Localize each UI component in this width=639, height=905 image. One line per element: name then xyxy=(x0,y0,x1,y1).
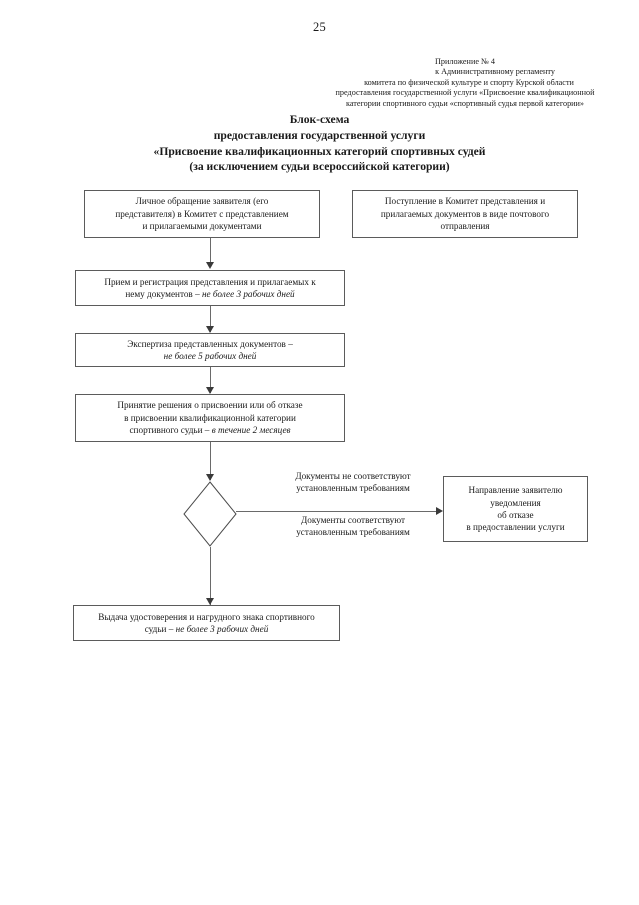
doc-title-line-3: «Присвоение квалификационных категорий с… xyxy=(153,144,486,158)
doc-title-line-2: предоставления государственной услуги xyxy=(213,128,426,142)
refusal-notice-line-4: в предоставлении услуги xyxy=(466,522,565,533)
edge-label-not-compliant: Документы не соответствуют установленным… xyxy=(268,470,438,494)
issue-certificate-line-2-normal: судьи – xyxy=(144,624,176,634)
appendix-header-line-5: категории спортивного судьи «спортивный … xyxy=(345,98,585,108)
connector-line-decision-to-diamond xyxy=(210,442,211,480)
edge-label-not-compliant-line-1: Документы не соответствуют xyxy=(295,471,411,481)
decision-line-2: в присвоении квалификационной категории xyxy=(124,412,296,423)
personal-application-line-2: представителя) в Комитет с представление… xyxy=(115,208,289,219)
flow-node-refusal-notice: Направление заявителю уведомления об отк… xyxy=(443,476,588,542)
postal-application-line-2: прилагаемых документов в виде почтового xyxy=(380,208,550,219)
refusal-notice-line-3: об отказе xyxy=(497,510,534,520)
connector-arrow-diamond-to-issue xyxy=(206,598,214,605)
flow-node-decision-diamond xyxy=(183,481,237,547)
connector-line-diamond-to-issue xyxy=(210,547,211,605)
issue-certificate-line-2-italic: не более 3 рабочих дней xyxy=(175,624,269,634)
flow-node-registration: Прием и регистрация представления и прил… xyxy=(75,270,345,306)
appendix-header-line-4: предоставления государственной услуги «П… xyxy=(335,88,595,98)
postal-application-line-1: Поступление в Комитет представления и xyxy=(384,196,546,207)
personal-application-line-1: Личное обращение заявителя (его xyxy=(135,196,269,207)
connector-arrow-application-to-registration xyxy=(206,262,214,269)
diamond-shape-icon xyxy=(183,481,237,547)
personal-application-line-3: и прилагаемыми документами xyxy=(142,221,262,232)
registration-line-2-italic: не более 3 рабочих дней xyxy=(201,289,295,299)
edge-label-compliant-line-1: Документы соответствуют xyxy=(300,515,406,525)
refusal-notice-line-2: уведомления xyxy=(490,497,541,508)
decision-line-3-italic: в течение 2 месяцев xyxy=(211,425,291,436)
connector-arrow-diamond-to-refusal xyxy=(436,507,443,515)
flow-node-postal-application: Поступление в Комитет представления и пр… xyxy=(352,190,578,238)
registration-line-1: Прием и регистрация представления и прил… xyxy=(104,276,316,287)
connector-line-diamond-to-refusal xyxy=(236,511,438,512)
decision-line-3-normal: спортивного судьи – xyxy=(129,425,212,436)
appendix-header-line-2: к Административному регламенту xyxy=(435,67,555,77)
flow-node-expertise: Экспертиза представленных документов – н… xyxy=(75,333,345,367)
page-title: Блок-схема предоставления государственно… xyxy=(0,112,639,175)
page-number: 25 xyxy=(313,20,326,34)
doc-title-line-4: (за исключением судьи всероссийской кате… xyxy=(189,160,450,174)
doc-title-line-1: Блок-схема xyxy=(289,113,350,126)
flow-node-personal-application: Личное обращение заявителя (его представ… xyxy=(84,190,320,238)
expertise-line-2-italic: не более 5 рабочих дней xyxy=(163,351,257,361)
appendix-header-line-1: Приложение № 4 xyxy=(435,57,495,66)
decision-line-1: Принятие решения о присвоении или об отк… xyxy=(117,400,303,411)
refusal-notice-line-1: Направление заявителю xyxy=(468,485,563,496)
connector-arrow-decision-to-diamond xyxy=(206,474,214,481)
connector-arrow-registration-to-expertise xyxy=(206,326,214,333)
edge-label-compliant-line-2: установленным требованиям xyxy=(296,527,410,538)
postal-application-line-3: отправления xyxy=(440,221,490,232)
expertise-line-1: Экспертиза представленных документов – xyxy=(127,338,293,349)
edge-label-compliant: Документы соответствуют установленным тр… xyxy=(268,514,438,538)
connector-line-registration-to-expertise xyxy=(210,306,211,332)
issue-certificate-line-1: Выдача удостоверения и нагрудного знака … xyxy=(98,611,315,622)
connector-line-application-to-registration xyxy=(210,238,211,267)
flow-node-issue-certificate: Выдача удостоверения и нагрудного знака … xyxy=(73,605,340,641)
appendix-header: Приложение № 4 к Административному регла… xyxy=(300,57,630,109)
flow-node-decision: Принятие решения о присвоении или об отк… xyxy=(75,394,345,442)
registration-line-2-normal: нему документов – xyxy=(125,289,202,299)
connector-arrow-expertise-to-decision xyxy=(206,387,214,394)
edge-label-not-compliant-line-2: установленным требованиям xyxy=(296,483,410,494)
connector-line-expertise-to-decision xyxy=(210,367,211,393)
appendix-header-line-3: комитета по физической культуре и спорту… xyxy=(364,77,574,87)
